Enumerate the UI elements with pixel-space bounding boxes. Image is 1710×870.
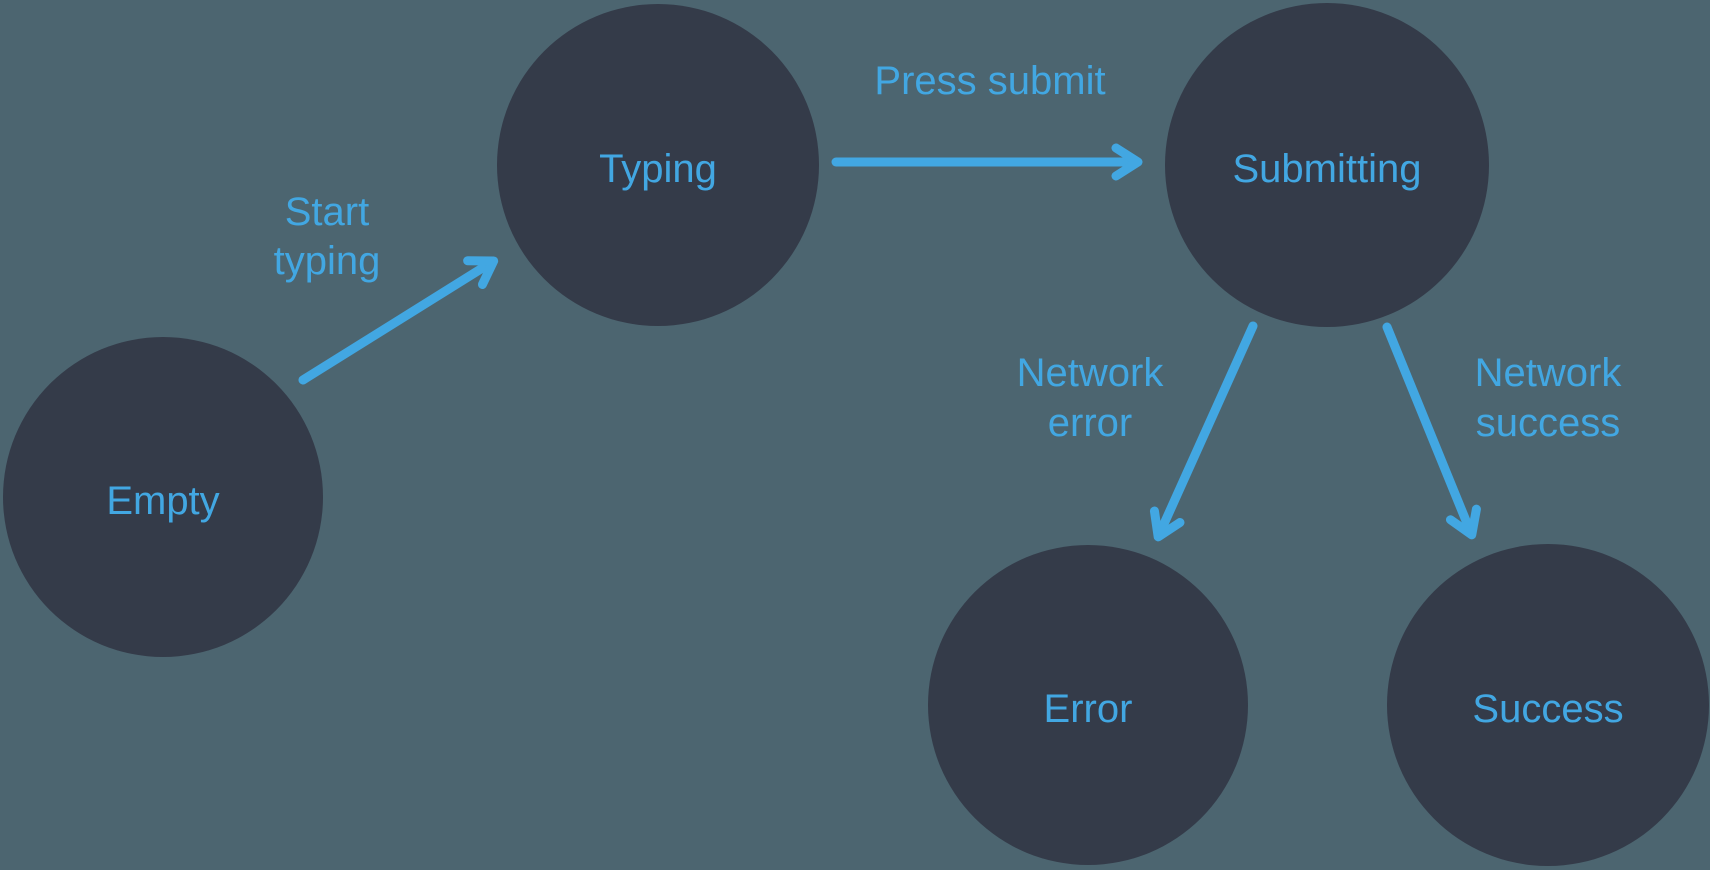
state-node-empty <box>3 337 323 657</box>
transition-arrow-start-typing <box>298 256 499 385</box>
state-label-error: Error <box>1044 687 1133 731</box>
state-node-submitting <box>1165 3 1489 327</box>
transition-label-network-success-line-2: success <box>1476 401 1621 445</box>
transition-label-network-success-line-1: Network <box>1475 351 1623 395</box>
transition-label-press-submit-line-1: Press submit <box>874 59 1105 103</box>
state-label-success: Success <box>1472 687 1623 731</box>
transition-label-start-typing-line-1: Start <box>285 190 369 234</box>
transition-arrow-network-error <box>1149 321 1258 542</box>
state-label-submitting: Submitting <box>1233 147 1422 191</box>
transition-label-start-typing-line-2: typing <box>274 239 381 283</box>
transition-arrow-network-success <box>1382 322 1481 540</box>
state-node-typing <box>497 4 819 326</box>
state-label-typing: Typing <box>599 147 717 191</box>
state-node-success <box>1387 544 1709 866</box>
transition-label-network-error-line-2: error <box>1048 401 1132 445</box>
state-node-error <box>928 545 1248 865</box>
state-label-empty: Empty <box>106 479 219 523</box>
transition-label-network-error-line-1: Network <box>1017 351 1165 395</box>
